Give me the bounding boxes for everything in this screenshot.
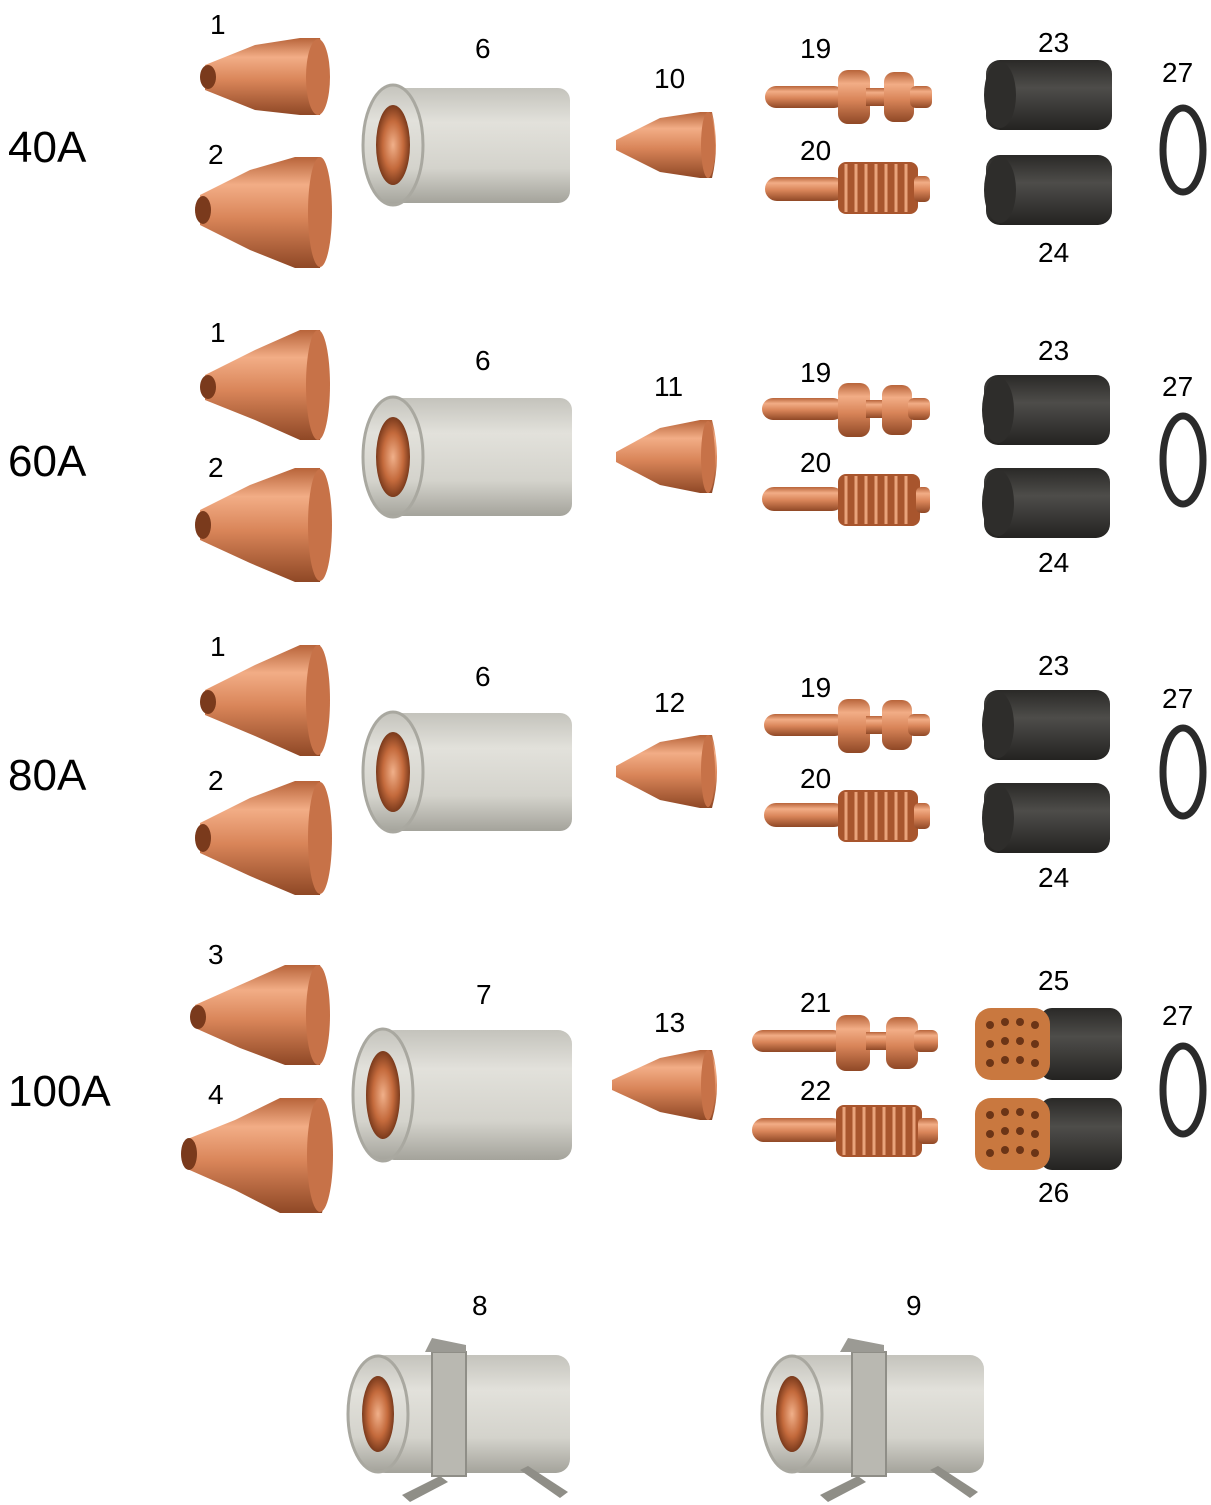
- part-number: 27: [1162, 57, 1193, 88]
- row-80a: 80A 1 2 6 12 19: [8, 631, 1203, 895]
- amp-label: 100A: [8, 1067, 111, 1116]
- retaining-cup-with-clip-8: 8: [348, 1290, 570, 1502]
- shield-cap-bottom: 2: [195, 765, 332, 895]
- part-number: 8: [472, 1290, 488, 1321]
- part-number: 4: [208, 1079, 224, 1110]
- electrode-bottom: 20: [762, 447, 930, 526]
- part-number: 23: [1038, 27, 1069, 58]
- electrode-bottom: 22: [752, 1075, 938, 1157]
- swirl-ring-top: 23: [982, 335, 1110, 445]
- part-number: 1: [210, 317, 226, 348]
- swirl-ring-bottom: 26: [975, 1098, 1122, 1208]
- electrode-top: 19: [764, 672, 930, 753]
- part-number: 6: [475, 33, 491, 64]
- part-number: 27: [1162, 683, 1193, 714]
- part-number: 19: [800, 672, 831, 703]
- part-number: 9: [906, 1290, 922, 1321]
- retaining-cup: 7: [353, 979, 572, 1161]
- shield-cap-top: 1: [200, 9, 330, 115]
- part-number: 22: [800, 1075, 831, 1106]
- shield-cap-top: 1: [200, 317, 330, 440]
- retaining-cup: 6: [363, 661, 572, 832]
- swirl-ring-bottom: 24: [984, 155, 1112, 268]
- electrode-top: 21: [752, 987, 938, 1071]
- o-ring: 27: [1162, 57, 1203, 192]
- nozzle: 13: [612, 1007, 717, 1120]
- part-number: 20: [800, 763, 831, 794]
- part-number: 23: [1038, 650, 1069, 681]
- part-number: 12: [654, 687, 685, 718]
- part-number: 20: [800, 447, 831, 478]
- swirl-ring-bottom: 24: [982, 468, 1110, 578]
- part-number: 6: [475, 661, 491, 692]
- o-ring: 27: [1162, 371, 1203, 504]
- nozzle: 10: [616, 63, 716, 178]
- part-number: 2: [208, 139, 224, 170]
- shield-cap-top: 1: [200, 631, 330, 756]
- part-number: 3: [208, 939, 224, 970]
- part-number: 24: [1038, 862, 1069, 893]
- row-100a: 100A 3 4 7 13 21: [8, 939, 1203, 1213]
- part-number: 13: [654, 1007, 685, 1038]
- o-ring: 27: [1162, 683, 1203, 816]
- part-number: 27: [1162, 1000, 1193, 1031]
- part-number: 21: [800, 987, 831, 1018]
- retaining-cup: 6: [363, 33, 570, 205]
- part-number: 7: [476, 979, 492, 1010]
- part-number: 27: [1162, 371, 1193, 402]
- row-60a: 60A 1 2 6 11 19: [8, 317, 1203, 582]
- part-number: 10: [654, 63, 685, 94]
- electrode-top: 19: [765, 33, 932, 124]
- part-number: 6: [475, 345, 491, 376]
- swirl-ring-top: 23: [982, 650, 1110, 760]
- nozzle: 12: [616, 687, 717, 808]
- part-number: 24: [1038, 547, 1069, 578]
- amp-label: 60A: [8, 437, 87, 486]
- row-40a: 40A 1 2 6 10 19: [8, 9, 1203, 268]
- retaining-cup: 6: [363, 345, 572, 517]
- part-number: 2: [208, 452, 224, 483]
- part-number: 1: [210, 631, 226, 662]
- part-number: 25: [1038, 965, 1069, 996]
- nozzle: 11: [616, 371, 717, 493]
- part-number: 2: [208, 765, 224, 796]
- retaining-cup-with-clip-9: 9: [762, 1290, 984, 1502]
- part-number: 26: [1038, 1177, 1069, 1208]
- shield-cap-top: 3: [190, 939, 330, 1065]
- amp-label: 40A: [8, 123, 87, 172]
- shield-cap-bottom: 2: [195, 139, 332, 268]
- part-number: 23: [1038, 335, 1069, 366]
- amp-label: 80A: [8, 751, 87, 800]
- part-number: 1: [210, 9, 226, 40]
- part-number: 19: [800, 357, 831, 388]
- part-number: 20: [800, 135, 831, 166]
- swirl-ring-top: 25: [975, 965, 1122, 1080]
- swirl-ring-top: 23: [984, 27, 1112, 130]
- shield-cap-bottom: 4: [181, 1079, 333, 1213]
- swirl-ring-bottom: 24: [982, 783, 1110, 893]
- electrode-bottom: 20: [764, 763, 930, 842]
- part-number: 24: [1038, 237, 1069, 268]
- o-ring: 27: [1162, 1000, 1203, 1134]
- electrode-top: 19: [762, 357, 930, 437]
- part-number: 19: [800, 33, 831, 64]
- shield-cap-bottom: 2: [195, 452, 332, 582]
- electrode-bottom: 20: [765, 135, 930, 214]
- part-number: 11: [654, 371, 683, 402]
